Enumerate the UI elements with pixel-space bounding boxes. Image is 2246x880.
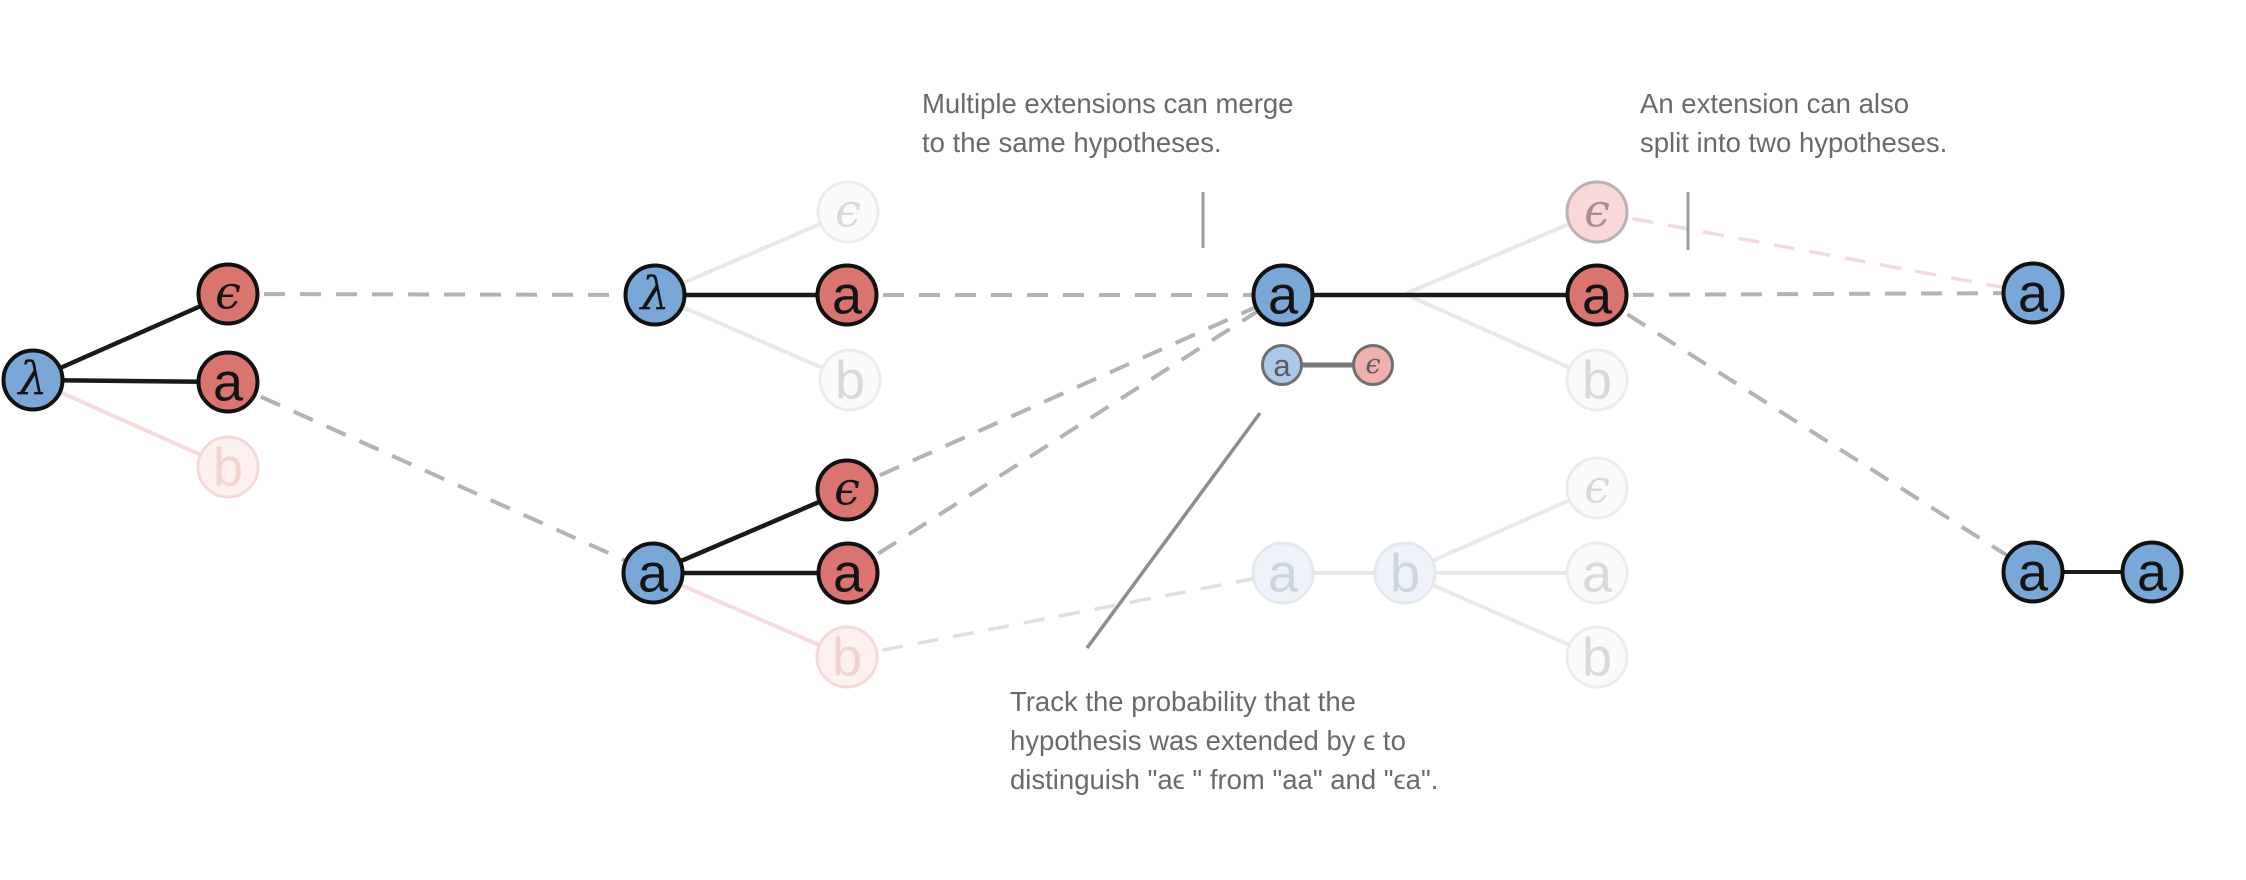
node-label: b xyxy=(1389,543,1421,603)
node-t0-epsilon: ϵ xyxy=(196,262,260,326)
node-t1-lambda-a: a xyxy=(815,263,879,327)
node-label: a xyxy=(1267,543,1299,603)
node-label: ϵ xyxy=(1584,183,1610,237)
track-annotation-line1: Track the probability that the xyxy=(1010,686,1356,717)
node-t2-a-extension: a xyxy=(1565,263,1629,327)
node-t1-a-a: a xyxy=(816,541,880,605)
merge-annotation-line1: Multiple extensions can merge xyxy=(922,88,1294,119)
node-t1-a: a xyxy=(621,541,685,605)
node-chain-b2-pruned: b xyxy=(1565,625,1629,689)
node-label: b xyxy=(212,437,244,497)
node-label: ϵ xyxy=(834,461,860,515)
split-annotation-line1: An extension can also xyxy=(1640,88,1910,119)
node-t2-epsilon-pruned: ϵ xyxy=(1565,180,1629,244)
split-annotation-line2: split into two hypotheses. xyxy=(1640,127,1948,158)
node-label: a xyxy=(212,352,244,412)
track-annotation-line2: hypothesis was extended by ϵ to xyxy=(1010,725,1406,756)
node-label: b xyxy=(834,350,866,410)
node-label: b xyxy=(831,627,863,687)
node-label: ϵ xyxy=(1365,348,1381,380)
node-label: a xyxy=(1581,265,1613,325)
node-label: a xyxy=(831,265,863,325)
node-t3-aa-first: a xyxy=(2001,540,2065,604)
node-chain-a2-pruned: a xyxy=(1565,541,1629,605)
pruned-dashed-edges xyxy=(846,210,2034,659)
node-t1-lambda: λ xyxy=(623,263,687,327)
node-chain-epsilon-pruned: ϵ xyxy=(1565,456,1629,520)
split-annotation: An extension can also split into two hyp… xyxy=(1640,84,1947,162)
node-t0-a: a xyxy=(196,350,260,414)
node-label: a xyxy=(832,543,864,603)
pruned-chain-edges xyxy=(1283,486,1598,659)
node-label: a xyxy=(2017,263,2049,323)
merge-annotation: Multiple extensions can merge to the sam… xyxy=(922,84,1293,162)
node-chain-b-pruned: b xyxy=(1373,541,1437,605)
node-t1-a-b-pruned: b xyxy=(815,625,879,689)
node-t3-a: a xyxy=(2001,261,2065,325)
active-edges xyxy=(32,291,2152,576)
node-chain-a-pruned: a xyxy=(1251,541,1315,605)
merge-annotation-line2: to the same hypotheses. xyxy=(922,127,1222,158)
node-probability-epsilon: ϵ xyxy=(1352,344,1394,386)
node-label: a xyxy=(1581,543,1613,603)
node-t1-lambda-b-pruned: b xyxy=(818,348,882,412)
node-label: a xyxy=(1267,265,1299,325)
node-label: b xyxy=(1581,350,1613,410)
node-t3-aa-second: a xyxy=(2120,540,2184,604)
node-label: λ xyxy=(18,351,48,405)
node-label: a xyxy=(2136,542,2168,602)
node-label: ϵ xyxy=(835,183,861,237)
node-label: b xyxy=(1581,627,1613,687)
node-t2-b-pruned: b xyxy=(1565,348,1629,412)
node-t1-lambda-epsilon-pruned: ϵ xyxy=(816,180,880,244)
node-label: ϵ xyxy=(1584,459,1610,513)
node-label: a xyxy=(637,543,669,603)
node-label: λ xyxy=(640,266,670,320)
transition-dashed-edges xyxy=(227,291,2035,575)
node-probability-a: a xyxy=(1261,344,1303,386)
node-t1-a-epsilon: ϵ xyxy=(815,458,879,522)
callout-pointer-line xyxy=(1085,411,1262,650)
node-label: a xyxy=(1273,347,1291,383)
track-annotation-line3: distinguish "aϵ " from "aa" and "ϵa". xyxy=(1010,764,1439,795)
pruned-pink-edges xyxy=(32,378,848,659)
node-t2-a-merged: a xyxy=(1251,263,1315,327)
node-label: ϵ xyxy=(215,265,241,319)
node-label: a xyxy=(2017,542,2049,602)
track-probability-annotation: Track the probability that the hypothesi… xyxy=(1010,682,1438,799)
node-root-lambda: λ xyxy=(1,348,65,412)
node-t0-b-pruned: b xyxy=(196,435,260,499)
pruned-gray-edges xyxy=(654,210,1598,382)
